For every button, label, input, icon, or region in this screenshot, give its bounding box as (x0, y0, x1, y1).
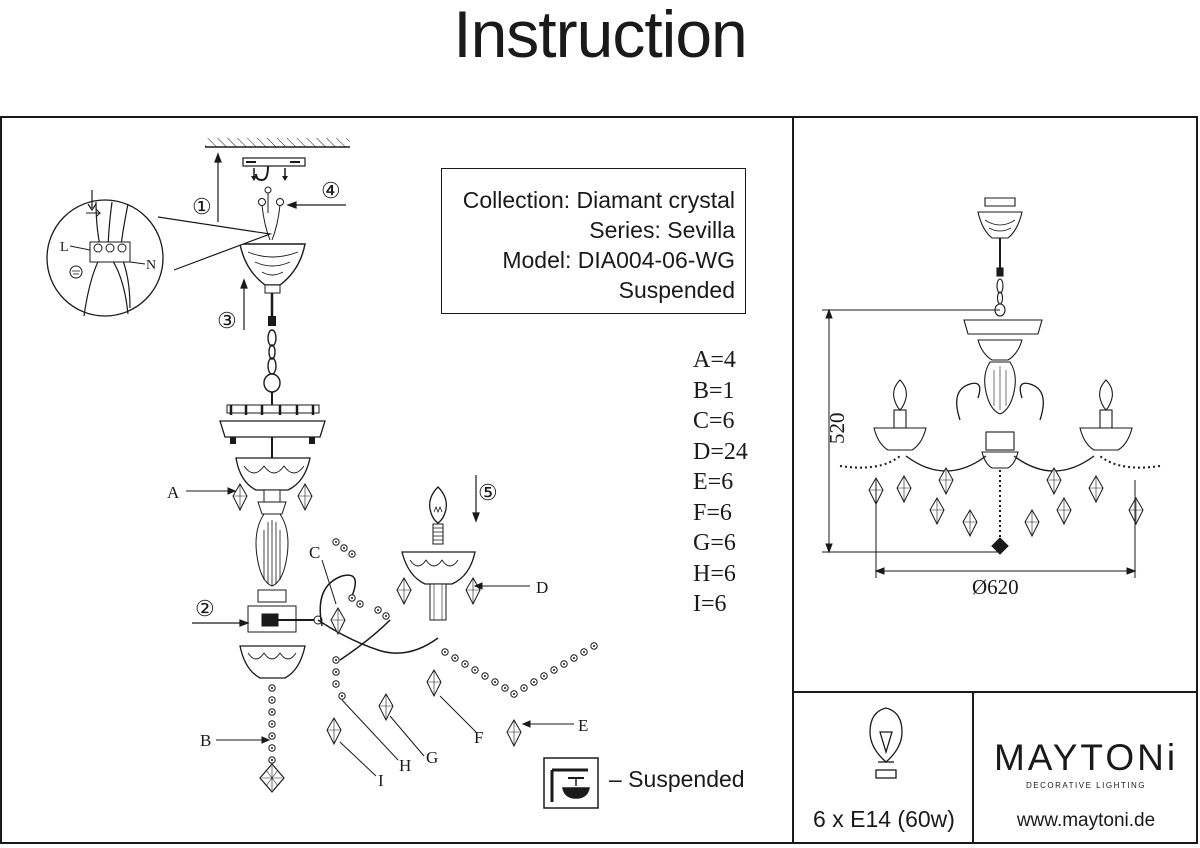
wire-neutral-label: N (146, 258, 156, 273)
callout-label: B (200, 731, 211, 750)
step-number: ② (195, 596, 215, 621)
suspended-legend-text: – Suspended (609, 766, 745, 792)
step-number: ① (192, 194, 212, 219)
callout-label: C (309, 543, 320, 562)
wire-live-label: L (60, 240, 69, 255)
callout-label: F (474, 728, 483, 747)
part-count: I=6 (693, 591, 727, 617)
part-count: A=4 (693, 347, 736, 373)
candle-bulb (429, 486, 447, 545)
step-arrows (192, 152, 480, 627)
frame-divider-vertical (792, 116, 794, 844)
callout-label: A (167, 483, 180, 502)
product-info-box: Collection: Diamant crystal Series: Sevi… (441, 168, 746, 314)
part-count: F=6 (693, 499, 732, 526)
wiring-detail (46, 190, 273, 317)
part-count: B=1 (693, 377, 735, 404)
lightbulb-icon (869, 707, 903, 779)
suspended-symbol (543, 757, 599, 809)
footer-divider (972, 691, 974, 844)
diameter-dimension: Ø620 (972, 575, 1019, 599)
part-count: E=6 (693, 469, 734, 495)
dimension-crystals (868, 467, 1144, 537)
height-dimension: 520 (825, 413, 849, 445)
type-text: Suspended (618, 277, 735, 303)
callout-label: D (536, 578, 548, 597)
column (247, 489, 323, 633)
ceiling-mount (205, 138, 350, 241)
step-number: ③ (217, 308, 237, 333)
part-count: D=24 (693, 438, 748, 465)
pendant-strand (259, 684, 285, 793)
main-frame (0, 116, 1198, 844)
brand-logo: MAYTONi (993, 737, 1179, 778)
page-title: Instruction (453, 0, 747, 71)
series-text: Series: Sevilla (589, 217, 735, 243)
dimension-lines (822, 308, 1137, 578)
canopy (239, 243, 306, 326)
arm-cup (396, 551, 481, 621)
collection-text: Collection: Diamant crystal (462, 187, 735, 213)
parts-list: A=4 B=1 C=6 D=24 E=6 F=6 G=6 H=6 I=6 (693, 345, 748, 620)
part-count: G=6 (693, 530, 736, 556)
callout-label: E (578, 716, 588, 735)
chain (263, 329, 281, 406)
upper-plate (219, 404, 326, 458)
dimension-drawing (839, 197, 1161, 555)
frame-divider-horizontal (792, 691, 1198, 693)
bulb-spec: 6 x E14 (60w) (813, 806, 955, 832)
callout-label: I (378, 771, 384, 790)
upper-bowl (232, 457, 313, 511)
lower-bowl (239, 645, 306, 679)
brand-tagline: DECORATIVE LIGHTING (1026, 781, 1146, 790)
callout-label: G (426, 748, 438, 767)
step-number: ⑤ (478, 480, 498, 505)
callout-label: H (399, 756, 411, 775)
part-count: C=6 (693, 408, 735, 434)
website-link: www.maytoni.de (1016, 810, 1156, 831)
step-number: ④ (321, 178, 341, 203)
callout-leaders (186, 487, 574, 777)
model-text: Model: DIA004-06-WG (502, 247, 735, 273)
part-count: H=6 (693, 560, 736, 587)
